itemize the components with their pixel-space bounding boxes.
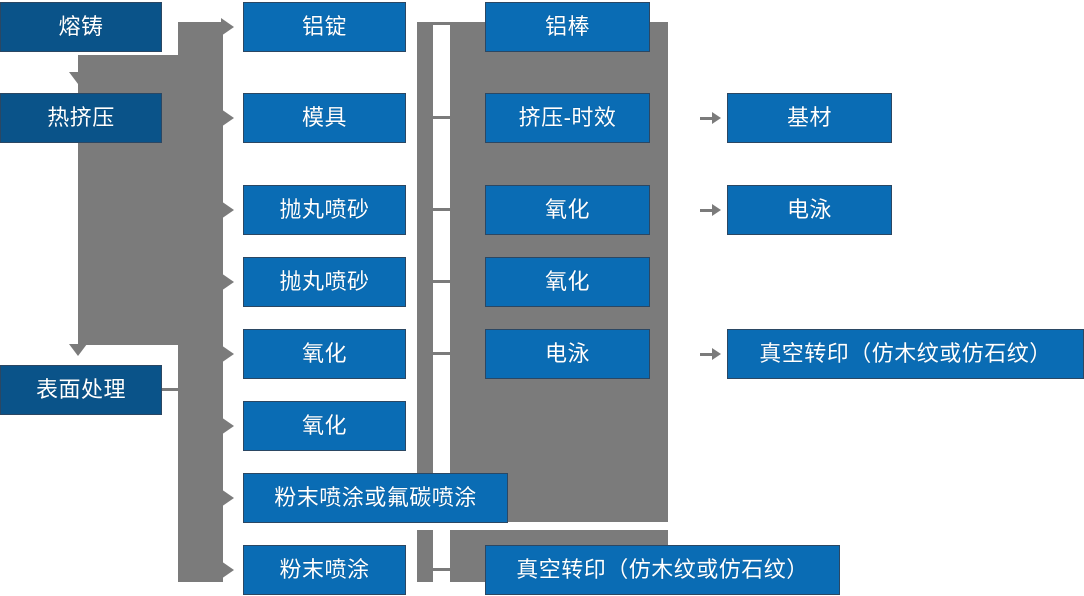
- node-col1-surface-treatment[interactable]: 表面处理: [0, 365, 165, 418]
- node-col2-oxidation-2[interactable]: 氧化: [243, 398, 409, 454]
- connector-surface-treatment-to-trunk: [162, 388, 182, 391]
- connector-nib-to-col2-6: [221, 417, 234, 435]
- node-col2-shot-blasting-1[interactable]: 抛丸喷砂: [243, 182, 409, 238]
- node-label: 抛丸喷砂: [279, 196, 370, 222]
- node-col3-oxidation-1[interactable]: 氧化: [485, 185, 653, 238]
- connector-nib-to-col2-1: [221, 18, 234, 36]
- node-label: 铝锭: [301, 13, 347, 39]
- node-col2-mold[interactable]: 模具: [243, 90, 409, 146]
- connector-middle-rail-left-lower: [417, 530, 433, 582]
- node-label: 真空转印（仿木纹或仿石纹）: [516, 556, 809, 582]
- arrow-shaft-to-substrate: [700, 117, 714, 120]
- arrow-to-vacuum-transfer: [712, 348, 721, 360]
- node-col3-aluminum-bar[interactable]: 铝棒: [485, 2, 653, 55]
- node-label: 粉末喷涂或氟碳喷涂: [274, 484, 477, 510]
- connector-nib-to-col2-3: [221, 201, 234, 219]
- node-label: 氧化: [544, 268, 590, 294]
- node-label: 电泳: [786, 196, 832, 222]
- node-label: 熔铸: [58, 13, 104, 39]
- node-col2-powder-coating[interactable]: 粉末喷涂: [243, 542, 409, 596]
- connector-middle-tick-3: [433, 208, 451, 211]
- node-label: 表面处理: [35, 376, 126, 402]
- arrow-to-electrophoresis: [712, 204, 721, 216]
- node-col2-shot-blasting-2[interactable]: 抛丸喷砂: [243, 254, 409, 310]
- connector-middle-tick-4: [433, 280, 451, 283]
- node-col4-substrate[interactable]: 基材: [727, 93, 895, 146]
- node-label: 挤压-时效: [518, 104, 617, 130]
- node-label: 基材: [786, 104, 832, 130]
- connector-middle-rail-left: [417, 22, 433, 522]
- node-col1-melting-casting[interactable]: 熔铸: [0, 2, 165, 55]
- node-col4-electrophoresis[interactable]: 电泳: [727, 182, 895, 238]
- connector-nib-to-col2-8: [221, 561, 234, 579]
- node-label: 模具: [301, 104, 347, 130]
- node-label: 氧化: [544, 196, 590, 222]
- node-label: 真空转印（仿木纹或仿石纹）: [759, 340, 1052, 366]
- connector-nib-to-col2-2: [221, 109, 234, 127]
- node-label: 电泳: [544, 340, 590, 366]
- connector-middle-tick-1: [433, 22, 451, 25]
- node-col2-powder-or-fluorocarbon-coating[interactable]: 粉末喷涂或氟碳喷涂: [243, 470, 511, 526]
- node-col3-extrusion-aging[interactable]: 挤压-时效: [485, 93, 653, 146]
- connector-middle-tick-7: [433, 568, 451, 571]
- connector-nib-to-col2-5: [221, 345, 234, 363]
- node-label: 氧化: [301, 340, 347, 366]
- arrow-shaft-to-electrophoresis: [700, 209, 714, 212]
- node-col3-vacuum-transfer-printing[interactable]: 真空转印（仿木纹或仿石纹）: [485, 542, 843, 596]
- connector-nib-to-col2-4: [221, 273, 234, 291]
- connector-middle-tick-2: [433, 116, 451, 119]
- node-col2-aluminum-ingot[interactable]: 铝锭: [243, 2, 409, 55]
- arrow-to-substrate: [712, 112, 721, 124]
- node-label: 抛丸喷砂: [279, 268, 370, 294]
- arrow-shaft-to-vacuum-transfer: [700, 353, 714, 356]
- node-col1-hot-extrusion[interactable]: 热挤压: [0, 93, 165, 146]
- node-col4-vacuum-transfer-printing[interactable]: 真空转印（仿木纹或仿石纹）: [727, 326, 1084, 382]
- node-label: 铝棒: [544, 13, 590, 39]
- node-label: 氧化: [301, 412, 347, 438]
- connector-middle-tick-5: [433, 352, 451, 355]
- connector-arrow-down-to-surface-treatment: [69, 344, 87, 356]
- node-label: 热挤压: [47, 104, 115, 130]
- node-label: 粉末喷涂: [279, 556, 370, 582]
- node-col3-electrophoresis[interactable]: 电泳: [485, 329, 653, 382]
- node-col3-oxidation-2[interactable]: 氧化: [485, 257, 653, 310]
- node-col2-oxidation-1[interactable]: 氧化: [243, 326, 409, 382]
- connector-nib-to-col2-7: [221, 489, 234, 507]
